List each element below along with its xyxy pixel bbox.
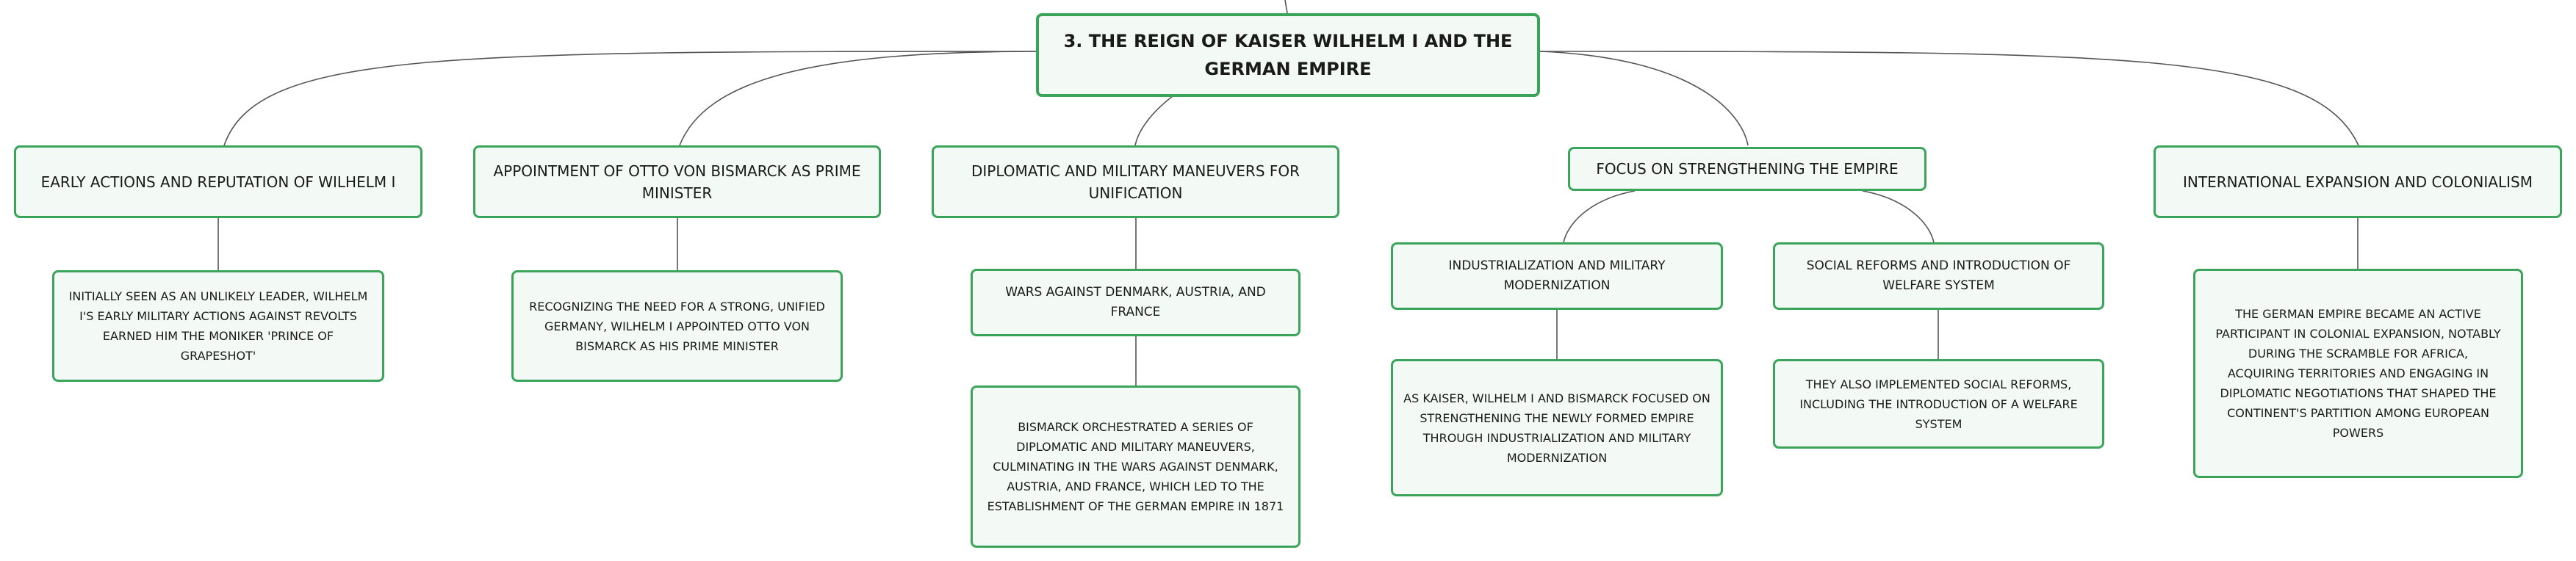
- detail-social-reforms[interactable]: THEY ALSO IMPLEMENTED SOCIAL REFORMS, IN…: [1773, 359, 2104, 449]
- detail-colonialism[interactable]: THE GERMAN EMPIRE BECAME AN ACTIVE PARTI…: [2193, 269, 2523, 478]
- sub-wars-label: WARS AGAINST DENMARK, AUSTRIA, AND FRANC…: [1005, 285, 1266, 319]
- detail-unification[interactable]: BISMARCK ORCHESTRATED A SERIES OF DIPLOM…: [971, 386, 1300, 548]
- branch-early-actions[interactable]: EARLY ACTIONS AND REPUTATION OF WILHELM …: [14, 145, 422, 218]
- detail-colonialism-text: THE GERMAN EMPIRE BECAME AN ACTIVE PARTI…: [2215, 307, 2501, 440]
- branch-strengthening-label: FOCUS ON STRENGTHENING THE EMPIRE: [1596, 160, 1899, 178]
- detail-bismarck-appointment[interactable]: RECOGNIZING THE NEED FOR A STRONG, UNIFI…: [511, 270, 843, 382]
- branch-bismarck-appointment-label: APPOINTMENT OF OTTO VON BISMARCK AS PRIM…: [493, 162, 861, 202]
- root-topic-label: 3. THE REIGN OF KAISER WILHELM I AND THE…: [1063, 31, 1513, 79]
- detail-social-reforms-text: THEY ALSO IMPLEMENTED SOCIAL REFORMS, IN…: [1799, 377, 2078, 431]
- root-topic[interactable]: 3. THE REIGN OF KAISER WILHELM I AND THE…: [1036, 13, 1540, 97]
- detail-early-actions-text: INITIALLY SEEN AS AN UNLIKELY LEADER, WI…: [68, 289, 368, 363]
- sub-wars[interactable]: WARS AGAINST DENMARK, AUSTRIA, AND FRANC…: [971, 269, 1300, 336]
- branch-colonialism[interactable]: INTERNATIONAL EXPANSION AND COLONIALISM: [2154, 145, 2562, 218]
- detail-unification-text: BISMARCK ORCHESTRATED A SERIES OF DIPLOM…: [987, 420, 1284, 513]
- connector-b4-c2: [1862, 190, 1935, 243]
- detail-industrialization[interactable]: AS KAISER, WILHELM I AND BISMARCK FOCUSE…: [1391, 359, 1723, 496]
- branch-bismarck-appointment[interactable]: APPOINTMENT OF OTTO VON BISMARCK AS PRIM…: [473, 145, 881, 218]
- detail-bismarck-appointment-text: RECOGNIZING THE NEED FOR A STRONG, UNIFI…: [529, 299, 825, 353]
- connector-root-b1: [223, 51, 1037, 146]
- sub-industrialization-label: INDUSTRIALIZATION AND MILITARY MODERNIZA…: [1448, 258, 1666, 293]
- detail-industrialization-text: AS KAISER, WILHELM I AND BISMARCK FOCUSE…: [1403, 391, 1710, 465]
- connector-root-b4: [1539, 51, 1749, 146]
- branch-early-actions-label: EARLY ACTIONS AND REPUTATION OF WILHELM …: [40, 173, 396, 191]
- connector-b4-c1: [1563, 190, 1636, 243]
- detail-early-actions[interactable]: INITIALLY SEEN AS AN UNLIKELY LEADER, WI…: [52, 270, 384, 382]
- branch-unification[interactable]: DIPLOMATIC AND MILITARY MANEUVERS FOR UN…: [932, 145, 1339, 218]
- sub-social-reforms-label: SOCIAL REFORMS AND INTRODUCTION OF WELFA…: [1806, 258, 2071, 293]
- branch-unification-label: DIPLOMATIC AND MILITARY MANEUVERS FOR UN…: [971, 162, 1300, 202]
- branch-colonialism-label: INTERNATIONAL EXPANSION AND COLONIALISM: [2183, 173, 2533, 191]
- connector-root-b3: [1134, 93, 1176, 146]
- sub-industrialization[interactable]: INDUSTRIALIZATION AND MILITARY MODERNIZA…: [1391, 242, 1723, 310]
- connector-root-top: [1284, 0, 1288, 14]
- connector-root-b5: [1539, 51, 2359, 146]
- connector-root-b2: [679, 51, 1037, 146]
- branch-strengthening[interactable]: FOCUS ON STRENGTHENING THE EMPIRE: [1568, 147, 1926, 191]
- sub-social-reforms[interactable]: SOCIAL REFORMS AND INTRODUCTION OF WELFA…: [1773, 242, 2104, 310]
